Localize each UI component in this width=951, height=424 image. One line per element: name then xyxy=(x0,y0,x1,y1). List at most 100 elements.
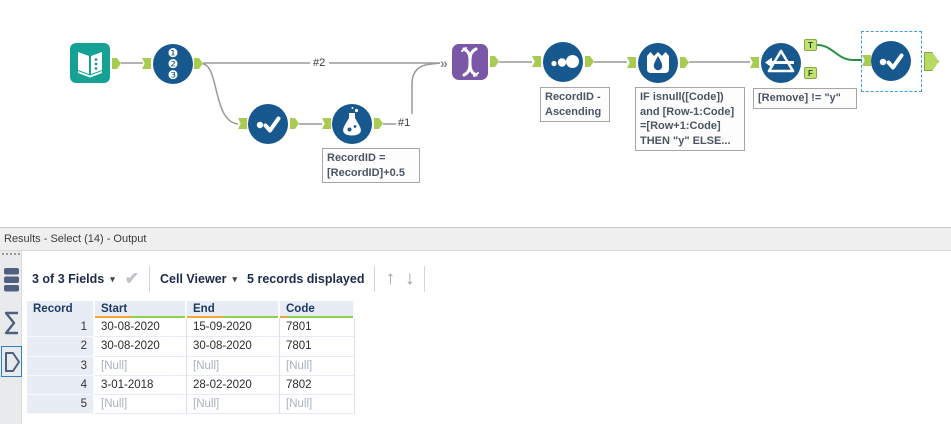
output-anchor[interactable] xyxy=(490,56,499,67)
table-config-icon[interactable] xyxy=(3,267,20,293)
table-row: 3[Null][Null][Null] xyxy=(27,356,355,376)
connection-label-1[interactable]: #1 xyxy=(396,117,413,129)
tool-filter[interactable]: T F xyxy=(750,39,817,88)
output-anchor[interactable] xyxy=(112,58,121,69)
false-output-anchor[interactable]: F xyxy=(804,67,817,79)
toolbar-divider xyxy=(424,266,426,292)
cell-viewer-dropdown[interactable]: Cell Viewer xyxy=(160,272,227,286)
metadata-sigma-icon[interactable] xyxy=(3,310,20,336)
tool-formula[interactable] xyxy=(322,104,383,149)
panel-grip-dots[interactable] xyxy=(2,253,20,255)
connection-label-2[interactable]: #2 xyxy=(311,57,328,69)
filter-annotation[interactable]: [Remove] != "y" xyxy=(753,88,857,109)
output-anchor[interactable] xyxy=(374,118,383,129)
sort-annotation[interactable]: RecordID - Ascending xyxy=(540,87,610,122)
input-anchor[interactable] xyxy=(627,57,636,68)
input-anchor[interactable] xyxy=(142,58,151,69)
table-cell[interactable]: [Null] xyxy=(187,395,280,415)
connection-wires xyxy=(121,44,862,125)
scroll-down-icon[interactable]: ↓ xyxy=(404,268,415,289)
chevron-down-icon[interactable]: ▾ xyxy=(110,273,115,284)
input-anchor[interactable] xyxy=(238,118,247,129)
fields-summary-dropdown[interactable]: 3 of 3 Fields xyxy=(32,272,105,286)
output-anchor[interactable] xyxy=(290,118,299,129)
circled-digits-icon: ❸ xyxy=(167,67,179,82)
column-header-start[interactable]: Start xyxy=(95,301,187,318)
scroll-up-icon[interactable]: ↑ xyxy=(385,268,395,289)
table-cell[interactable]: 15-09-2020 xyxy=(187,318,280,338)
table-cell[interactable]: [Null] xyxy=(187,356,280,376)
apply-checkmark-icon[interactable]: ✔ xyxy=(124,269,140,288)
multi-row-formula-annotation[interactable]: IF isnull([Code]) and [Row-1:Code] =[Row… xyxy=(635,87,745,151)
connection-filter-true-to-select2-selected[interactable] xyxy=(816,44,862,61)
tool-union[interactable]: » xyxy=(440,44,499,85)
tool-select[interactable] xyxy=(238,104,299,149)
table-cell[interactable]: 7801 xyxy=(280,337,355,357)
table-cell[interactable]: [Null] xyxy=(95,356,187,376)
table-cell[interactable]: [Null] xyxy=(280,395,355,415)
toolbar-divider xyxy=(374,266,376,292)
connection-formula-to-union-1[interactable] xyxy=(383,62,441,125)
records-displayed-label: 5 records displayed xyxy=(247,272,365,286)
input-anchor[interactable] xyxy=(862,55,871,66)
table-cell[interactable]: 7802 xyxy=(280,375,355,396)
tool-selection-outline xyxy=(861,31,922,92)
input-anchor[interactable] xyxy=(532,56,541,67)
toolbar-divider xyxy=(149,266,151,292)
multi-input-anchor[interactable]: » xyxy=(440,55,448,71)
circled-digits-icon: ❶ xyxy=(167,45,179,60)
table-cell[interactable]: 7801 xyxy=(280,318,355,338)
table-cell[interactable]: 3-01-2018 xyxy=(95,375,187,396)
tool-select-2[interactable] xyxy=(862,41,911,86)
record-number-cell[interactable]: 5 xyxy=(27,395,95,415)
table-cell[interactable]: 30-08-2020 xyxy=(187,337,280,357)
table-row: 5[Null][Null][Null] xyxy=(27,395,355,415)
true-output-anchor[interactable]: T xyxy=(804,39,817,51)
flask-icon xyxy=(332,104,372,144)
sort-dots-icon xyxy=(543,42,583,82)
chevron-down-icon[interactable]: ▾ xyxy=(232,273,238,284)
tool-record-id[interactable]: ❶ ❷ ❸ xyxy=(142,44,203,84)
connection-recordid-to-select[interactable] xyxy=(202,63,239,125)
circled-digits-icon: ❷ xyxy=(167,56,179,71)
tool-input-data[interactable] xyxy=(70,43,121,88)
results-panel-title: Results - Select (14) - Output xyxy=(0,228,951,251)
results-side-toolbar xyxy=(0,251,22,424)
record-number-cell[interactable]: 1 xyxy=(27,318,95,338)
column-header-code[interactable]: Code xyxy=(280,301,355,318)
output-anchor-selected[interactable] xyxy=(924,52,939,71)
data-quality-bar xyxy=(187,316,278,318)
workflow-canvas[interactable]: #2 #1 ❶ ❷ ❸ xyxy=(0,0,951,227)
record-number-cell[interactable]: 2 xyxy=(27,337,95,357)
output-anchor[interactable] xyxy=(680,57,689,68)
output-anchor[interactable] xyxy=(585,56,594,67)
column-header-end[interactable]: End xyxy=(187,301,280,318)
tool-sort[interactable] xyxy=(532,42,594,87)
dot-checkmark-icon xyxy=(248,104,288,144)
results-panel-body: 3 of 3 Fields ▾ ✔ Cell Viewer ▾ 5 record… xyxy=(0,251,951,424)
tool-multi-row-formula[interactable] xyxy=(627,43,689,88)
table-cell[interactable]: 30-08-2020 xyxy=(95,318,187,338)
table-cell[interactable]: [Null] xyxy=(95,395,187,415)
output-anchor[interactable] xyxy=(194,58,203,69)
selected-view-outline xyxy=(1,346,22,377)
input-anchor[interactable] xyxy=(750,57,759,68)
table-cell[interactable]: 28-02-2020 xyxy=(187,375,280,396)
column-header-record[interactable]: Record xyxy=(27,301,95,318)
data-tag-icon[interactable] xyxy=(4,351,21,373)
data-quality-bar xyxy=(95,316,185,318)
results-toolbar: 3 of 3 Fields ▾ ✔ Cell Viewer ▾ 5 record… xyxy=(32,263,426,295)
table-cell[interactable]: 30-08-2020 xyxy=(95,337,187,357)
record-number-cell[interactable]: 3 xyxy=(27,356,95,376)
union-dna-icon xyxy=(452,44,488,80)
record-number-cell[interactable]: 4 xyxy=(27,375,95,396)
formula-annotation[interactable]: RecordID = [RecordID]+0.5 xyxy=(322,148,420,183)
input-anchor[interactable] xyxy=(322,118,331,129)
table-cell[interactable]: [Null] xyxy=(280,356,355,376)
